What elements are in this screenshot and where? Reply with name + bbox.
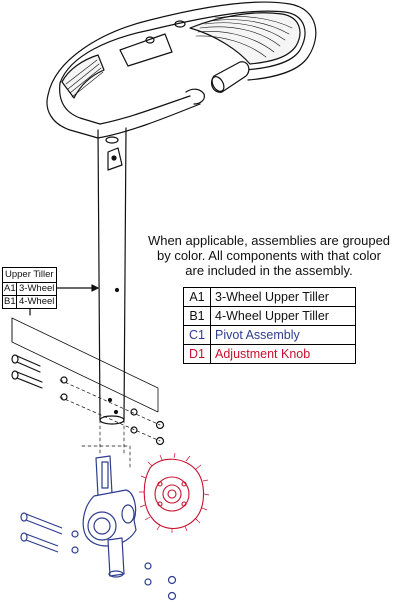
callout-label: 3-Wheel [19, 283, 55, 294]
legend-label: 4-Wheel Upper Tiller [210, 306, 356, 326]
pivot-assembly [20, 455, 177, 601]
callout-header: Upper Tiller [3, 268, 56, 283]
handlebar-clamp [119, 33, 173, 67]
callout-row: B1 4-Wheel [3, 296, 56, 308]
upper-tiller-callout: Upper Tiller A1 3-Wheel B1 4-Wheel [2, 267, 57, 309]
assembly-legend: A1 3-Wheel Upper Tiller B1 4-Wheel Upper… [183, 287, 356, 364]
upper-bolts [11, 354, 165, 446]
legend-row: C1 Pivot Assembly [183, 325, 356, 345]
tiller-stem [97, 127, 127, 425]
legend-row: D1 Adjustment Knob [183, 344, 356, 364]
legend-label: Pivot Assembly [210, 325, 356, 345]
legend-code: C1 [183, 325, 211, 345]
callout-label: 4-Wheel [19, 296, 55, 307]
adjustment-knob [139, 452, 210, 533]
note-line-1: When applicable, assemblies are grouped [147, 233, 391, 248]
assembly-note: When applicable, assemblies are grouped … [134, 233, 404, 278]
legend-label: 3-Wheel Upper Tiller [210, 287, 356, 307]
handlebar [46, 1, 317, 139]
callout-code: A1 [4, 283, 17, 295]
legend-label: Adjustment Knob [210, 344, 356, 364]
handlebar-end [210, 61, 250, 93]
callout-code: B1 [4, 296, 17, 308]
legend-code: A1 [183, 287, 211, 307]
explode-frame [11, 317, 159, 413]
legend-row: B1 4-Wheel Upper Tiller [183, 306, 356, 326]
callout-row: A1 3-Wheel [3, 283, 56, 296]
legend-code: B1 [183, 306, 211, 326]
left-grip [61, 54, 105, 99]
legend-code: D1 [183, 344, 211, 364]
legend-row: A1 3-Wheel Upper Tiller [183, 287, 356, 307]
note-line-2: by color. All components with that color [156, 248, 381, 263]
right-grip [189, 12, 301, 65]
note-line-3: are included in the assembly. [185, 263, 353, 278]
guide-lines [59, 379, 161, 471]
